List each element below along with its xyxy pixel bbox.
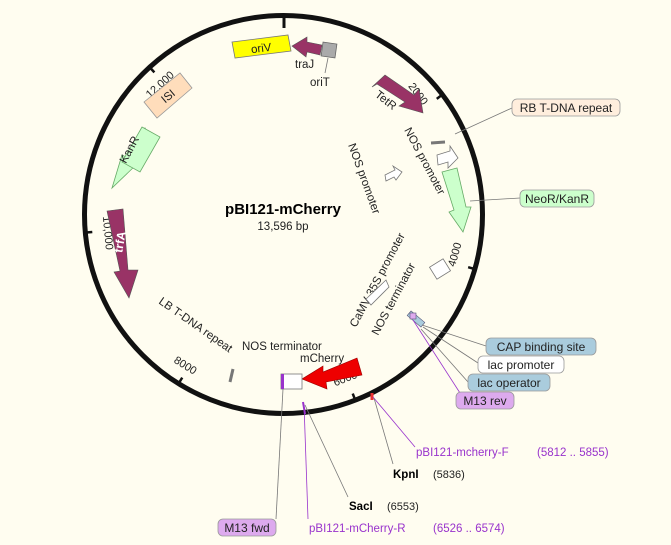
nos-promoter-inner-arrow[interactable]: [384, 164, 403, 182]
nos-terminator-outer-box[interactable]: [428, 258, 452, 280]
trfA-label: trfA: [111, 230, 129, 254]
kpnI-site[interactable]: KpnI (5836): [373, 397, 465, 481]
tick-label-4000: 4000: [446, 241, 464, 268]
m13-rev-text: M13 rev: [463, 394, 506, 408]
cap-site-callout[interactable]: CAP binding site: [421, 324, 597, 356]
m13-fwd-callout[interactable]: M13 fwd: [217, 388, 284, 537]
plasmid-size: 13,596 bp: [257, 221, 308, 233]
KanR-feature[interactable]: KanR: [111, 126, 161, 190]
tick-mark-10000: [83, 230, 93, 235]
kpnI-name: KpnI: [393, 469, 419, 481]
primer-F-callout[interactable]: pBI121-mcherry-F (5812 .. 5855): [372, 396, 609, 459]
tick-mark-4000: [467, 265, 478, 271]
rb-repeat-mark: [430, 140, 446, 145]
lac-operator-callout[interactable]: lac operator: [420, 328, 551, 392]
mCherry-label: mCherry: [300, 353, 344, 365]
primer-F-range: (5812 .. 5855): [537, 447, 609, 459]
lac-promoter-text: lac promoter: [488, 358, 555, 372]
mCherry-feature[interactable]: [301, 357, 363, 390]
traJ-label: traJ: [295, 59, 314, 71]
cap-site-text: CAP binding site: [497, 340, 586, 354]
neor-text: NeoR/KanR: [525, 192, 589, 206]
camv35s-arrow[interactable]: [365, 279, 390, 306]
lac-promoter-callout[interactable]: lac promoter: [422, 326, 565, 374]
NeoR-feature[interactable]: [441, 167, 472, 233]
oriT-label: oriT: [310, 77, 330, 89]
nos-terminator-outer-label: NOS terminator: [242, 341, 322, 353]
primer-R-callout[interactable]: pBI121-mCherry-R (6526 .. 6574): [303, 403, 505, 535]
sacI-name: SacI: [349, 501, 373, 513]
traJ-feature[interactable]: traJ oriT: [291, 36, 338, 89]
kpnI-pos: (5836): [433, 469, 465, 481]
primer-F-name: pBI121-mcherry-F: [416, 447, 509, 459]
rb-repeat-callout[interactable]: RB T-DNA repeat: [454, 98, 621, 135]
lb-repeat-label: LB T-DNA repeat: [156, 296, 235, 356]
sacI-pos: (6553): [387, 501, 419, 513]
lb-repeat-mark: [228, 368, 235, 383]
tick-label-8000: 8000: [171, 354, 198, 377]
tick-mark-6000: [351, 393, 358, 403]
m13-fwd-text: M13 fwd: [224, 521, 269, 535]
tick-mark-8000: [176, 376, 184, 386]
lac-operator-text: lac operator: [477, 376, 540, 390]
tick-mark-2000: [435, 92, 445, 100]
nos-promoter-outer-arrow[interactable]: [436, 144, 459, 169]
oriV-feature[interactable]: oriV: [231, 34, 292, 59]
nos-promoter-inner-label: NOS promoter: [345, 142, 382, 216]
tick-mark-12000: [147, 64, 156, 74]
ISI-feature[interactable]: ISI: [143, 72, 193, 119]
trfA-feature[interactable]: trfA: [106, 208, 139, 299]
nos-terminator-box[interactable]: [280, 373, 303, 390]
oriV-label: oriV: [250, 42, 272, 56]
rb-repeat-text: RB T-DNA repeat: [520, 101, 613, 115]
plasmid-name: pBI121-mCherry: [225, 201, 342, 218]
neor-callout[interactable]: NeoR/KanR: [469, 189, 595, 208]
sacI-site[interactable]: SacI (6553): [304, 404, 419, 513]
primer-R-name: pBI121-mCherry-R: [309, 523, 406, 535]
m13-rev-callout[interactable]: M13 rev: [412, 319, 515, 410]
primer-R-range: (6526 .. 6574): [433, 523, 505, 535]
